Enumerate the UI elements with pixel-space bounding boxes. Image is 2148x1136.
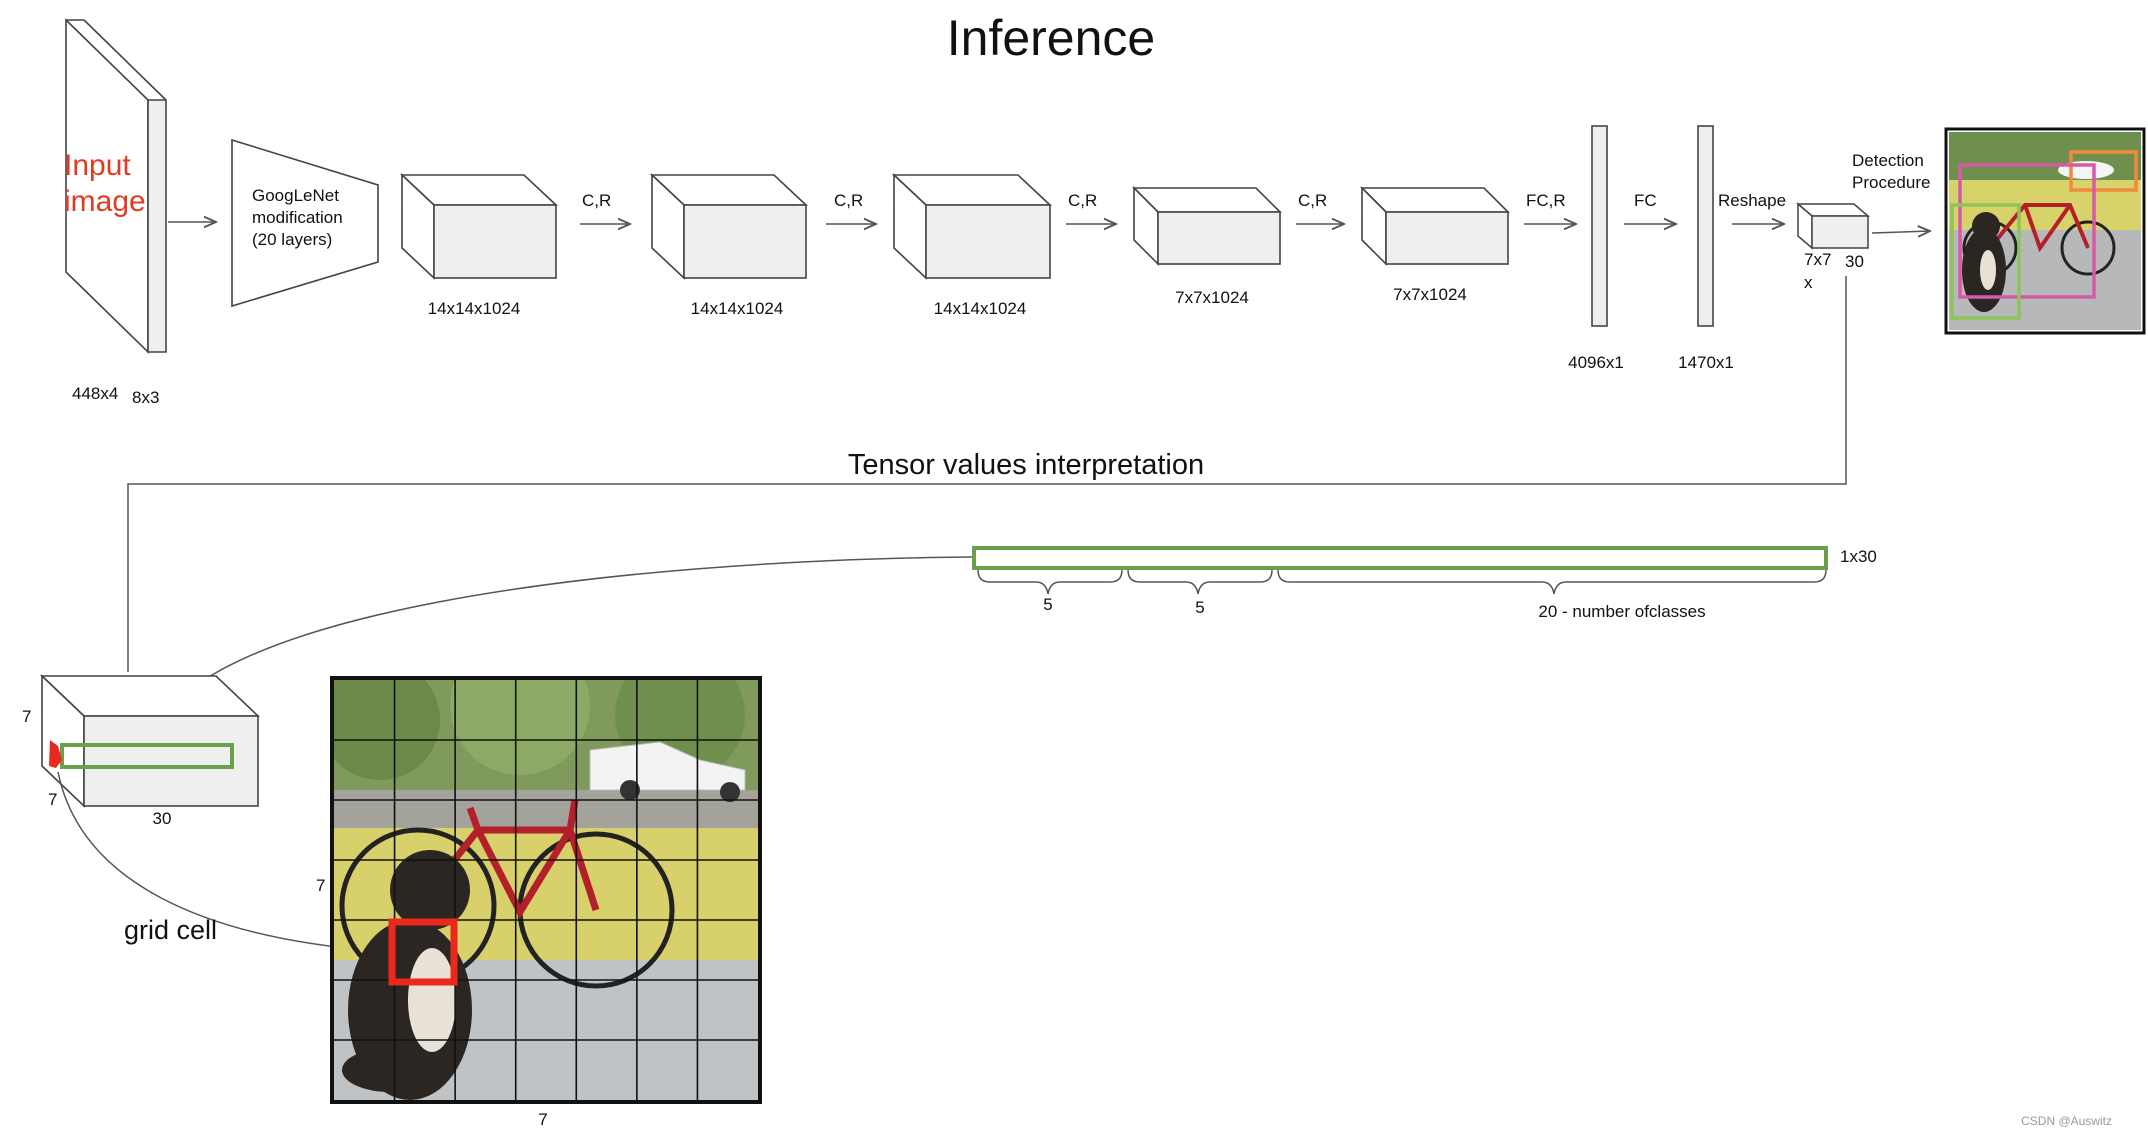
tensor-vector-1x30: [972, 546, 1828, 570]
op-label-1: C,R: [582, 191, 611, 210]
watermark: CSDN @Auswitz: [2021, 1114, 2112, 1128]
grid-cols-label: 7: [538, 1110, 547, 1129]
interpretation-title: Tensor values interpretation: [848, 449, 1204, 481]
fc-layer-2-dims: 1470x1: [1678, 353, 1734, 372]
input-label-line2: image: [64, 185, 146, 218]
highlighted-grid-cell: [388, 918, 458, 986]
grid-cell-caption: grid cell: [124, 915, 217, 945]
vector-dims-label: 1x30: [1840, 547, 1877, 566]
brace-3-label: 20 - number ofclasses: [1538, 602, 1705, 621]
conv-block-5: [1360, 186, 1510, 266]
googlenet-line2: modification: [252, 208, 343, 227]
conv-block-3-dims: 14x14x1024: [934, 299, 1027, 318]
output-dims-c: 30: [1845, 252, 1864, 271]
brace-2-label: 5: [1195, 598, 1204, 617]
diagram-title: Inference: [947, 10, 1155, 66]
output-dims-a: 7x7: [1804, 250, 1831, 269]
op-label-3: C,R: [1068, 191, 1097, 210]
conv-block-2-dims: 14x14x1024: [691, 299, 784, 318]
arrow-8: [1871, 231, 1930, 233]
input-size-a: 448x4: [72, 384, 118, 403]
conv-block-1-dims: 14x14x1024: [428, 299, 521, 318]
op-label-5: FC,R: [1526, 191, 1566, 210]
cube-width-label: 30: [153, 809, 172, 828]
conv-block-3: [891, 173, 1053, 280]
op-label-7: Reshape: [1718, 191, 1786, 210]
brace-2: [1127, 569, 1273, 595]
conv-block-5-dims: 7x7x1024: [1393, 285, 1467, 304]
conv-block-4-dims: 7x7x1024: [1175, 288, 1249, 307]
cube-depth-label: 7: [48, 790, 57, 809]
fc-layer-1-dims: 4096x1: [1568, 353, 1624, 372]
googlenet-block: [231, 138, 379, 308]
detection-line1: Detection: [1852, 151, 1924, 170]
googlenet-line1: GoogLeNet: [252, 186, 339, 205]
brace-1-label: 5: [1043, 595, 1052, 614]
grid-rows-label: 7: [316, 876, 325, 895]
op-label-2: C,R: [834, 191, 863, 210]
op-label-6: FC: [1634, 191, 1657, 210]
output-dims-b: x: [1804, 273, 1813, 292]
detection-result-image: [1944, 127, 2146, 335]
brace-3: [1277, 569, 1827, 595]
conv-block-4: [1132, 186, 1282, 266]
conv-block-2: [649, 173, 809, 280]
input-label-line1: Input: [64, 149, 131, 182]
interpretation-connector: [127, 276, 1847, 672]
output-tensor-cube: [1795, 202, 1871, 250]
fc-layer-2: [1697, 125, 1714, 327]
tensor-cube-7x7x30: [40, 674, 260, 808]
input-image-slab: [65, 18, 167, 354]
grid-photo: [330, 676, 762, 1104]
detection-line2: Procedure: [1852, 173, 1930, 192]
conv-block-1: [399, 173, 559, 280]
grid-cell-connector-curve: [57, 771, 393, 953]
googlenet-line3: (20 layers): [252, 230, 332, 249]
input-size-b: 8x3: [132, 388, 159, 407]
cube-height-label: 7: [22, 707, 31, 726]
brace-1: [977, 569, 1123, 595]
fc-layer-1: [1591, 125, 1608, 327]
op-label-4: C,R: [1298, 191, 1327, 210]
